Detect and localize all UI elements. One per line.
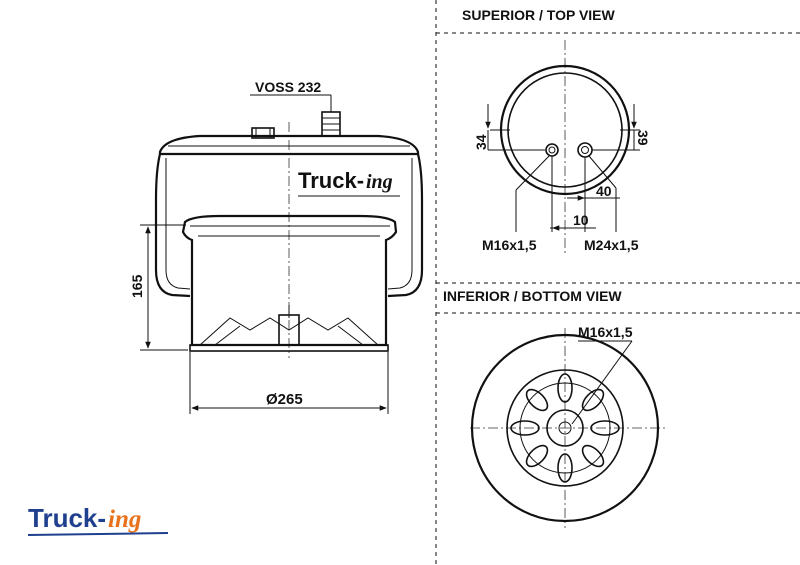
top-thread-left: M16x1,5	[482, 237, 537, 253]
top-view	[485, 40, 640, 255]
bellow-brand-suffix: ing	[366, 171, 393, 193]
diameter-dimension	[189, 352, 389, 414]
top-dim-10: 10	[573, 212, 589, 228]
top-dim-40: 40	[596, 183, 612, 199]
bellow-brand-prefix: Truck-	[298, 168, 364, 193]
bottom-view-title: INFERIOR / BOTTOM VIEW	[443, 288, 622, 304]
logo-suffix: ing	[108, 506, 141, 533]
side-view: VOSS 232 165	[129, 79, 424, 414]
top-dim-left: 34	[473, 134, 489, 150]
top-view-title: SUPERIOR / TOP VIEW	[462, 7, 616, 23]
bottom-view	[470, 328, 665, 528]
top-thread-right: M24x1,5	[584, 237, 639, 253]
height-label: 165	[129, 274, 145, 298]
logo-prefix: Truck-	[28, 503, 106, 533]
piston	[181, 214, 398, 352]
bellow-brand: Truck- ing	[298, 168, 400, 197]
bottom-thread: M16x1,5	[578, 324, 633, 340]
height-dimension	[140, 224, 188, 351]
view-separators	[435, 0, 800, 565]
voss-valve-fitting	[250, 94, 341, 137]
petal-ribs	[510, 373, 620, 483]
diameter-label: Ø265	[266, 391, 303, 408]
valve-label: VOSS 232	[255, 79, 321, 95]
rubber-bellow	[154, 153, 424, 298]
brand-logo: Truck- ing	[27, 503, 169, 536]
top-plate	[158, 127, 420, 156]
top-dim-right: 39	[635, 130, 651, 146]
